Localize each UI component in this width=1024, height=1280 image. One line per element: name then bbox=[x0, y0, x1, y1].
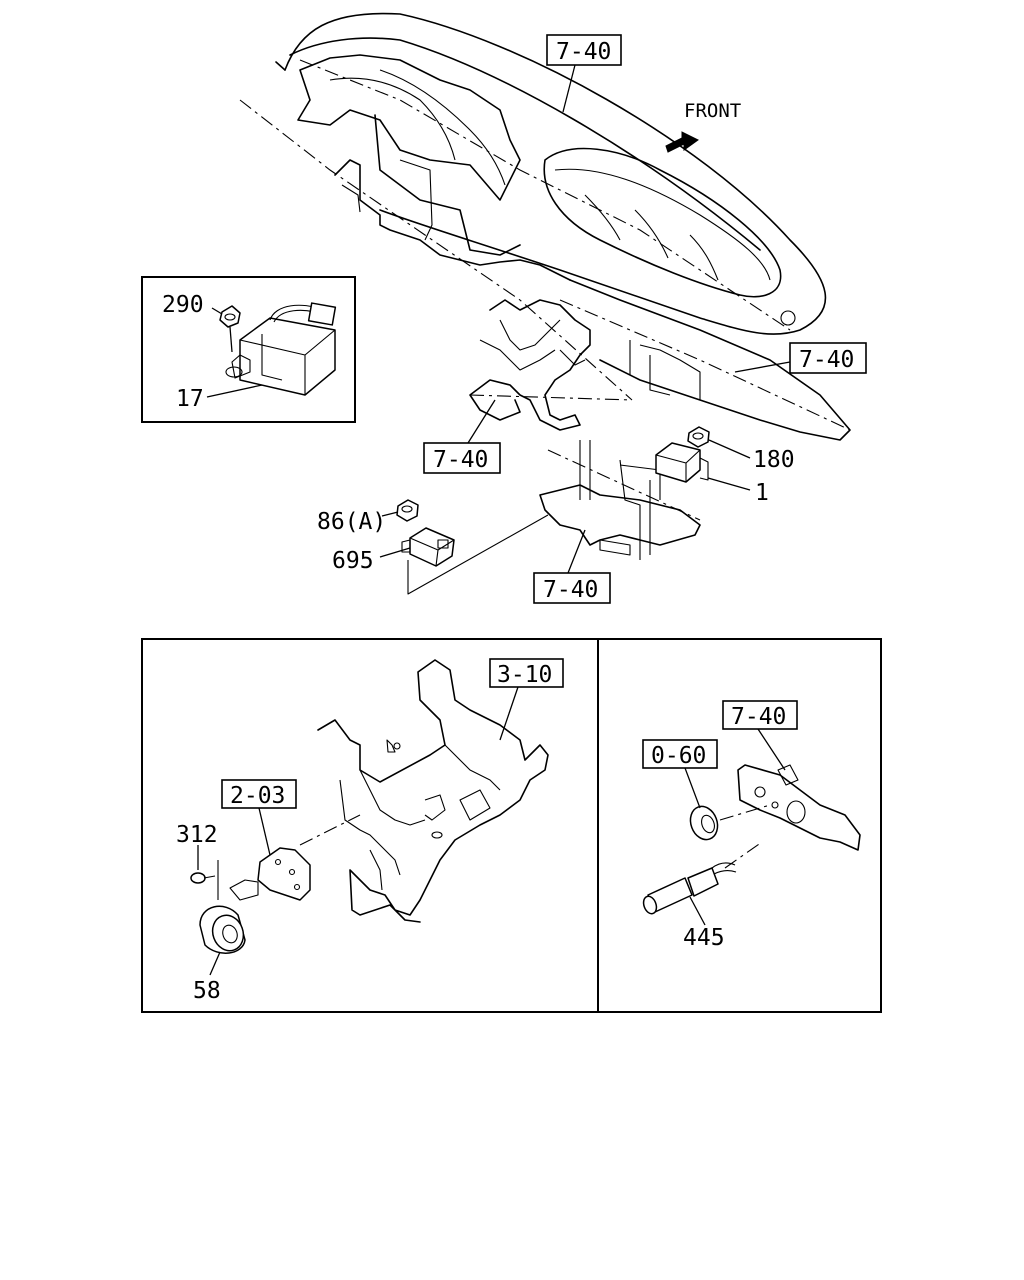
front-label: FRONT bbox=[684, 100, 741, 122]
callout-7-40-bracket-lower: 7-40 bbox=[543, 577, 598, 603]
inset-frame-module bbox=[141, 276, 356, 423]
horn-bracket-2-03-drawing bbox=[229, 847, 311, 901]
callout-7-40-bracket-left: 7-40 bbox=[433, 447, 488, 473]
control-module-17-drawing bbox=[225, 302, 337, 396]
part-445-label: 445 bbox=[683, 925, 725, 951]
part-1-label: 1 bbox=[755, 480, 769, 506]
callout-7-40-top: 7-40 bbox=[556, 39, 611, 65]
nut-86a-icon bbox=[396, 499, 419, 522]
dashboard-panel-drawing bbox=[239, 12, 851, 441]
nut-290-icon bbox=[219, 305, 241, 353]
callout-0-60: 0-60 bbox=[651, 743, 706, 769]
callout-7-40-bottom-right: 7-40 bbox=[731, 704, 786, 730]
callout-7-40-right: 7-40 bbox=[799, 347, 854, 373]
instrument-bracket-drawing bbox=[469, 299, 633, 431]
horn-58-drawing bbox=[199, 905, 246, 954]
callout-3-10: 3-10 bbox=[497, 662, 552, 688]
part-695-label: 695 bbox=[332, 548, 374, 574]
bottom-right-frame bbox=[597, 638, 882, 1013]
part-17-label: 17 bbox=[176, 386, 204, 412]
nut-180-icon bbox=[687, 426, 710, 448]
relay-1-drawing bbox=[655, 442, 709, 483]
mounting-bracket-3-10-drawing bbox=[317, 659, 549, 923]
lower-bracket-drawing bbox=[539, 440, 701, 560]
grommet-0-60-drawing bbox=[689, 805, 719, 841]
panel-7-40-drawing bbox=[737, 764, 861, 851]
part-180-label: 180 bbox=[753, 447, 795, 473]
front-arrow-icon bbox=[665, 131, 699, 153]
switch-445-drawing bbox=[642, 862, 737, 915]
part-58-label: 58 bbox=[193, 978, 221, 1004]
part-290-label: 290 bbox=[162, 292, 204, 318]
connector-695-drawing bbox=[401, 527, 455, 567]
callout-2-03: 2-03 bbox=[230, 783, 285, 809]
screw-312-icon bbox=[190, 872, 216, 884]
part-312-label: 312 bbox=[176, 822, 218, 848]
part-86a-label: 86(A) bbox=[317, 509, 386, 535]
